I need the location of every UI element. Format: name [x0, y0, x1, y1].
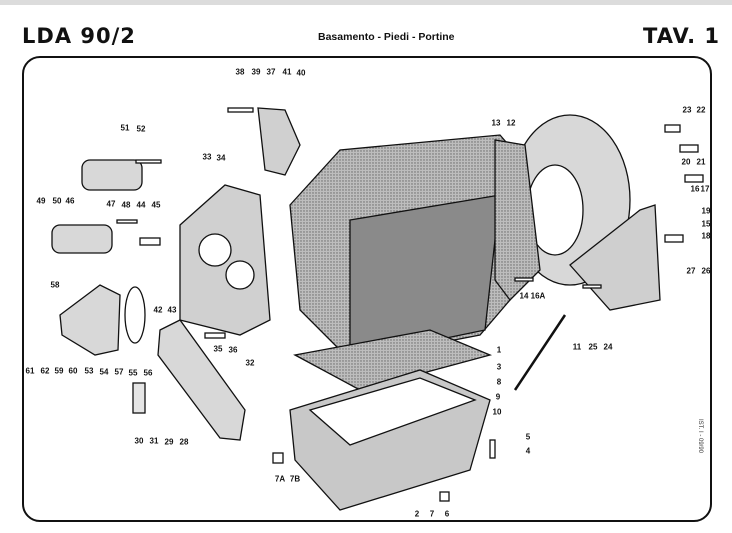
part-label-20: 20: [681, 157, 691, 167]
part-label-18: 18: [701, 231, 711, 241]
part-label-57: 57: [114, 367, 124, 377]
part-label-16: 16: [690, 184, 700, 194]
part-label-54: 54: [99, 367, 109, 377]
part-label-43: 43: [167, 305, 177, 315]
part-label-38: 38: [235, 67, 245, 77]
part-label-41: 41: [282, 67, 292, 77]
drawing-frame: [22, 56, 712, 522]
part-label-58: 58: [50, 280, 60, 290]
part-label-56: 56: [143, 368, 153, 378]
part-label-7: 7: [429, 509, 435, 519]
part-label-52: 52: [136, 124, 146, 134]
part-label-51: 51: [120, 123, 130, 133]
part-label-62: 62: [40, 366, 50, 376]
part-label-16A: 16A: [530, 291, 546, 301]
part-label-42: 42: [153, 305, 163, 315]
plate-number: TAV. 1: [643, 24, 720, 48]
part-label-50: 50: [52, 196, 62, 206]
plate-31: [132, 382, 146, 414]
housing-46: [51, 224, 113, 254]
part-label-27: 27: [686, 266, 696, 276]
part-label-12: 12: [506, 118, 516, 128]
part-label-33: 33: [202, 152, 212, 162]
part-label-21: 21: [696, 157, 706, 167]
part-label-34: 34: [216, 153, 226, 163]
model-title: LDA 90/2: [22, 24, 136, 48]
part-label-28: 28: [179, 437, 189, 447]
part-label-5: 5: [525, 432, 531, 442]
oil-pan-gasket: [293, 329, 493, 391]
part-label-13: 13: [491, 118, 501, 128]
part-label-55: 55: [128, 368, 138, 378]
part-label-6: 6: [444, 509, 450, 519]
side-note: IST. I - 09/90: [697, 418, 703, 454]
part-label-31: 31: [149, 436, 159, 446]
part-label-10: 10: [492, 407, 502, 417]
part-label-29: 29: [164, 437, 174, 447]
part-label-32: 32: [245, 358, 255, 368]
crankcase-side: [349, 194, 501, 359]
part-label-26: 26: [701, 266, 711, 276]
part-label-24: 24: [603, 342, 613, 352]
part-label-48: 48: [121, 200, 131, 210]
part-label-40: 40: [296, 68, 306, 78]
part-label-7A: 7A: [274, 474, 286, 484]
gasket-13: [494, 139, 541, 301]
part-label-2: 2: [414, 509, 420, 519]
part-label-25: 25: [588, 342, 598, 352]
part-label-11: 11: [572, 342, 582, 352]
part-label-7B: 7B: [289, 474, 301, 484]
part-label-15: 15: [701, 219, 711, 229]
part-label-19: 19: [701, 206, 711, 216]
part-label-3: 3: [496, 362, 502, 372]
part-label-35: 35: [213, 344, 223, 354]
housing-53: [59, 284, 121, 356]
plate-subtitle: Basamento - Piedi - Portine: [318, 31, 455, 43]
part-label-8: 8: [496, 377, 502, 387]
part-label-59: 59: [54, 366, 64, 376]
part-label-53: 53: [84, 366, 94, 376]
foot-28: [157, 319, 246, 441]
part-label-30: 30: [134, 436, 144, 446]
part-label-4: 4: [525, 446, 531, 456]
part-label-36: 36: [228, 345, 238, 355]
part-label-49: 49: [36, 196, 46, 206]
part-label-45: 45: [151, 200, 161, 210]
part-label-14: 14: [519, 291, 529, 301]
cover-37: [257, 107, 301, 176]
part-label-1: 1: [496, 345, 502, 355]
part-label-60: 60: [68, 366, 78, 376]
part-label-46: 46: [65, 196, 75, 206]
part-label-17: 17: [700, 184, 710, 194]
part-label-37: 37: [266, 67, 276, 77]
part-label-61: 61: [25, 366, 35, 376]
part-label-47: 47: [106, 199, 116, 209]
part-label-22: 22: [696, 105, 706, 115]
dipstick: [513, 314, 567, 391]
part-label-23: 23: [682, 105, 692, 115]
part-label-9: 9: [495, 392, 501, 402]
housing-51: [81, 159, 143, 191]
part-label-44: 44: [136, 200, 146, 210]
part-label-39: 39: [251, 67, 261, 77]
seal-55: [124, 286, 146, 344]
foot-bracket-24: [569, 204, 661, 311]
top-bar: [0, 0, 732, 5]
